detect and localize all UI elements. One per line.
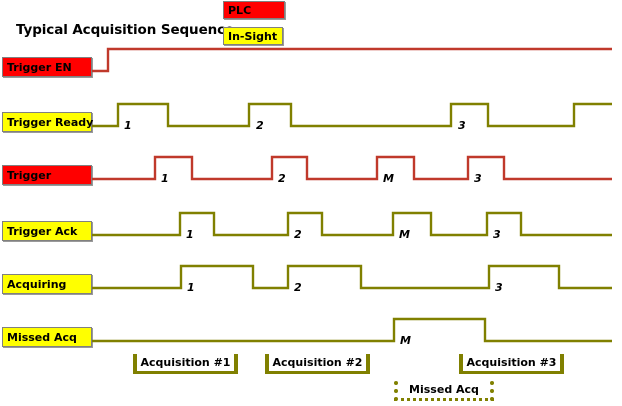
- waveform-acquiring: [92, 264, 612, 290]
- signal-name: Trigger EN: [7, 60, 72, 74]
- pulse-marker: 2: [256, 119, 264, 132]
- signal-name: Missed Acq: [7, 330, 77, 344]
- signal-label-trigger: Trigger: [2, 165, 92, 185]
- bracket-label: Acquisition #2: [272, 356, 363, 369]
- pulse-marker: 1: [161, 172, 169, 185]
- pulse-marker: 3: [495, 281, 503, 294]
- bracket-acquisition-3: Acquisition #3: [459, 354, 564, 374]
- pulse-marker: 1: [124, 119, 132, 132]
- pulse-marker: 3: [474, 172, 482, 185]
- pulse-marker: 2: [278, 172, 286, 185]
- bracket-missed-acq: Missed Acq: [394, 381, 494, 401]
- signal-name: Trigger Ack: [7, 224, 78, 238]
- pulse-marker: 2: [294, 281, 302, 294]
- pulse-marker: M: [399, 228, 410, 241]
- signal-label-trigger-en: Trigger EN: [2, 57, 92, 77]
- signal-name: Trigger: [7, 168, 52, 182]
- legend-item-plc: PLC: [223, 1, 285, 19]
- pulse-marker: 1: [186, 228, 194, 241]
- bracket-label: Acquisition #3: [466, 356, 557, 369]
- pulse-marker: M: [383, 172, 394, 185]
- signal-label-trigger-ack: Trigger Ack: [2, 221, 92, 241]
- waveform-trigger-en: [92, 47, 612, 73]
- bracket-label: Acquisition #1: [140, 356, 231, 369]
- page-title: Typical Acquisition Sequence: [16, 22, 235, 38]
- signal-name: Acquiring: [7, 277, 67, 291]
- waveform-trigger-ack: [92, 211, 612, 237]
- pulse-marker: 2: [294, 228, 302, 241]
- legend-item-in-sight: In-Sight: [223, 27, 283, 45]
- waveform-missed-acq: [92, 317, 612, 343]
- signal-name: Trigger Ready: [7, 115, 94, 129]
- pulse-marker: 3: [493, 228, 501, 241]
- signal-label-trigger-ready: Trigger Ready: [2, 112, 94, 132]
- pulse-marker: 3: [458, 119, 466, 132]
- waveform-trigger-ready: [92, 102, 612, 128]
- bracket-label: Missed Acq: [409, 383, 479, 396]
- bracket-acquisition-2: Acquisition #2: [265, 354, 370, 374]
- pulse-marker: M: [400, 334, 411, 347]
- legend-item-label: PLC: [228, 3, 252, 17]
- waveform-trigger: [92, 155, 612, 181]
- bracket-acquisition-1: Acquisition #1: [133, 354, 238, 374]
- legend-item-label: In-Sight: [228, 29, 278, 43]
- signal-label-acquiring: Acquiring: [2, 274, 92, 294]
- signal-label-missed-acq: Missed Acq: [2, 327, 92, 347]
- pulse-marker: 1: [187, 281, 195, 294]
